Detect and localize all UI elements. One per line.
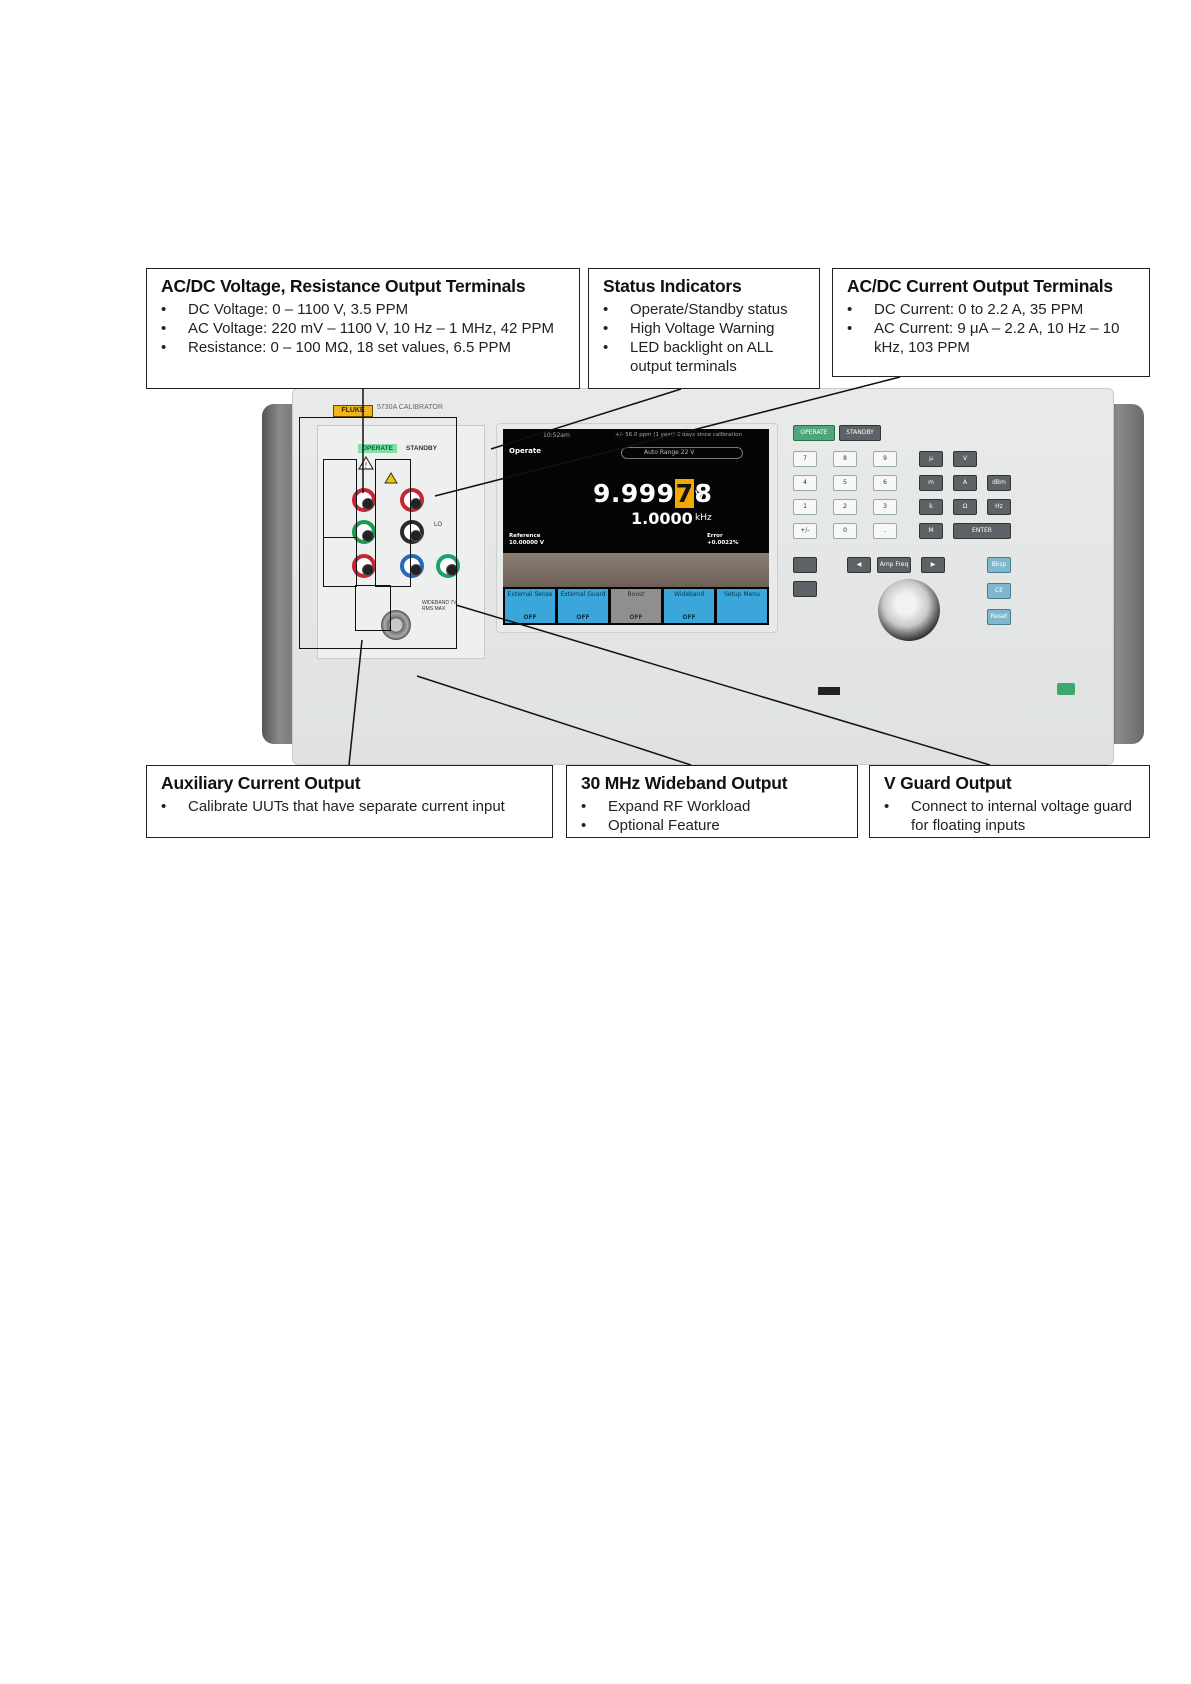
callout-item: Operate/Standby status — [603, 300, 809, 319]
terminal-panel-outline — [299, 417, 457, 649]
operate-indicator: OPERATE — [358, 444, 397, 453]
reference-label: Reference — [509, 533, 541, 539]
callout-title: AC/DC Current Output Terminals — [847, 276, 1113, 296]
clock-text: 10:52am — [543, 432, 570, 439]
key-micro[interactable]: μ — [919, 451, 943, 467]
lo-label: LO — [434, 522, 443, 528]
callout-item: Resistance: 0 – 100 MΩ, 18 set values, 6… — [161, 338, 569, 357]
arrow-left-button[interactable]: ◀ — [847, 557, 871, 573]
callout-item: DC Current: 0 to 2.2 A, 35 PPM — [847, 300, 1139, 319]
callout-item: Expand RF Workload — [581, 797, 847, 816]
front-panel: FLUKE 5730A CALIBRATOR OPERATE STANDBY ! — [292, 388, 1114, 765]
model-label: 5730A CALIBRATOR — [377, 404, 443, 411]
key-9[interactable]: 9 — [873, 451, 897, 467]
key-2[interactable]: 2 — [833, 499, 857, 515]
svg-text:!: ! — [364, 461, 367, 470]
callout-item: High Voltage Warning — [603, 319, 809, 338]
standby-button[interactable]: STANDBY — [839, 425, 881, 441]
callout-title: Status Indicators — [603, 276, 742, 296]
key-4[interactable]: 4 — [793, 475, 817, 491]
amp-freq-button[interactable]: Amp Freq — [877, 557, 911, 573]
key-8[interactable]: 8 — [833, 451, 857, 467]
clear-entry-button[interactable]: CE — [987, 583, 1011, 599]
standby-indicator: STANDBY — [406, 445, 437, 452]
callout-title: AC/DC Voltage, Resistance Output Termina… — [161, 276, 526, 296]
key-function-1[interactable] — [793, 557, 817, 573]
power-button[interactable] — [1057, 683, 1075, 695]
key-milli[interactable]: m — [919, 475, 943, 491]
callout-acdc-voltage-terminals: AC/DC Voltage, Resistance Output Termina… — [146, 268, 580, 389]
operate-button[interactable]: OPERATE — [793, 425, 835, 441]
error-label: Error — [707, 533, 723, 539]
key-hz[interactable]: Hz — [987, 499, 1011, 515]
callout-item: AC Voltage: 220 mV – 1100 V, 10 Hz – 1 M… — [161, 319, 569, 338]
key-function-2[interactable] — [793, 581, 817, 597]
key-ohms[interactable]: Ω — [953, 499, 977, 515]
arrow-right-button[interactable]: ▶ — [921, 557, 945, 573]
key-plus-minus[interactable]: +/- — [793, 523, 817, 539]
callout-status-indicators: Status Indicators Operate/Standby status… — [588, 268, 820, 389]
key-1[interactable]: 1 — [793, 499, 817, 515]
reset-button[interactable]: Reset — [987, 609, 1011, 625]
reading-unit: V — [695, 489, 705, 505]
range-selector[interactable]: Auto Range 22 V — [621, 447, 743, 459]
key-5[interactable]: 5 — [833, 475, 857, 491]
sense-hi-terminal[interactable] — [400, 488, 424, 512]
caution-icon — [384, 472, 398, 484]
v-guard-terminal[interactable] — [400, 554, 424, 578]
callout-acdc-current-terminals: AC/DC Current Output Terminals DC Curren… — [832, 268, 1150, 377]
callout-item: Calibrate UUTs that have separate curren… — [161, 797, 542, 816]
key-kilo[interactable]: k — [919, 499, 943, 515]
softkey-setup-menu[interactable]: Setup Menu — [717, 589, 767, 623]
callout-title: 30 MHz Wideband Output — [581, 773, 788, 793]
aux-current-outline — [323, 537, 357, 587]
key-6[interactable]: 6 — [873, 475, 897, 491]
key-0[interactable]: 0 — [833, 523, 857, 539]
callout-v-guard-output: V Guard Output Connect to internal volta… — [869, 765, 1150, 838]
key-3[interactable]: 3 — [873, 499, 897, 515]
mode-label: Operate — [509, 447, 541, 455]
key-7[interactable]: 7 — [793, 451, 817, 467]
brand-logo: FLUKE — [333, 405, 373, 417]
rotary-knob[interactable] — [878, 579, 940, 641]
wideband-outline — [355, 585, 391, 631]
reading-cursor-digit[interactable]: 7 — [674, 479, 695, 508]
callout-auxiliary-current-output: Auxiliary Current Output Calibrate UUTs … — [146, 765, 553, 838]
calibrator-instrument: FLUKE 5730A CALIBRATOR OPERATE STANDBY ! — [262, 388, 1144, 765]
calibration-status: +/- 56.0 ppm (1 year) 6 days since calib… — [615, 432, 742, 438]
callout-item: Connect to internal voltage guard for fl… — [884, 797, 1139, 835]
error-value: +0.0022% — [707, 540, 739, 546]
callout-item: AC Current: 9 μA – 2.2 A, 10 Hz – 10 kHz… — [847, 319, 1139, 357]
key-decimal[interactable]: . — [873, 523, 897, 539]
info-bar — [503, 553, 769, 587]
key-volts[interactable]: V — [953, 451, 977, 467]
frequency-unit: kHz — [695, 513, 712, 523]
callout-wideband-output: 30 MHz Wideband Output Expand RF Workloa… — [566, 765, 858, 838]
callout-item: Optional Feature — [581, 816, 847, 835]
sense-terminals-outline — [375, 459, 411, 587]
touch-display[interactable]: 10:52am +/- 56.0 ppm (1 year) 6 days sin… — [503, 429, 769, 625]
callout-item: DC Voltage: 0 – 1100 V, 3.5 PPM — [161, 300, 569, 319]
usb-port — [818, 687, 840, 695]
reference-value: 10.00000 V — [509, 540, 545, 546]
callout-title: Auxiliary Current Output — [161, 773, 361, 793]
callout-title: V Guard Output — [884, 773, 1012, 793]
key-amps[interactable]: A — [953, 475, 977, 491]
key-mega[interactable]: M — [919, 523, 943, 539]
frequency-reading: 1.0000 — [631, 509, 693, 528]
backspace-button[interactable]: Bksp — [987, 557, 1011, 573]
reading-prefix: 9.999 — [593, 479, 675, 508]
wideband-label: WIDEBAND 7V RMS MAX — [422, 600, 457, 612]
wideband-bnc-connector[interactable] — [381, 610, 411, 640]
sense-lo-terminal[interactable] — [400, 520, 424, 544]
key-dbm[interactable]: dBm — [987, 475, 1011, 491]
enter-button[interactable]: ENTER — [953, 523, 1011, 539]
callout-item: LED backlight on ALL output terminals — [603, 338, 809, 376]
